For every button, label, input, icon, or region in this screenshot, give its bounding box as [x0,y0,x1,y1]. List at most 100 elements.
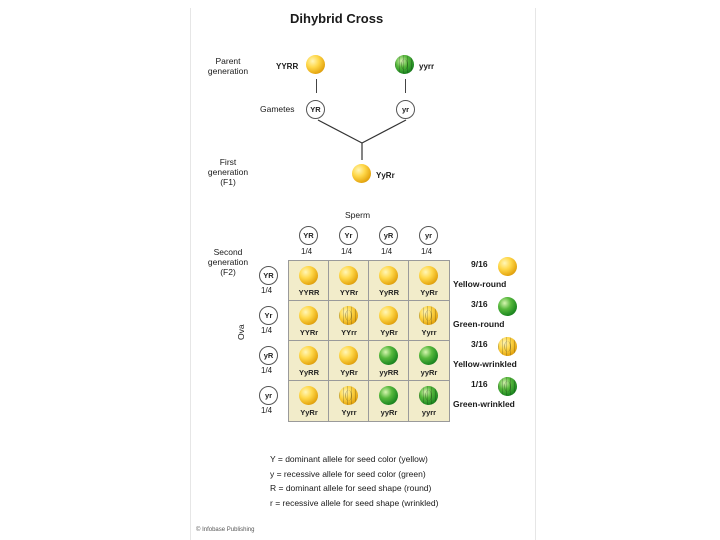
key-line-4: r = recessive allele for seed shape (wri… [270,497,439,508]
parent-generation-label: Parent generation [207,56,249,76]
cell-genotype: YYRR [298,288,320,297]
sperm-fraction-2: 1/4 [341,247,353,256]
green-round-seed [379,346,398,365]
ratio-yellow-wrinkled-seed [498,337,517,356]
allele-key: Y = dominant allele for seed color (yell… [270,452,438,510]
ratio-label-2: Green-round [453,319,505,329]
key-line-2: y = recessive allele for seed color (gre… [270,468,426,479]
punnett-cell-2-4: Yyrr [409,301,449,341]
ratio-fraction-3: 3/16 [471,339,488,349]
ova-fraction-3: 1/4 [261,366,273,375]
punnett-cell-1-4: YyRr [409,261,449,301]
yellow-round-seed [339,266,358,285]
sperm-allele-4: yr [419,226,438,245]
punnett-cell-3-1: YyRR [289,341,329,381]
punnett-cell-3-4: yyRr [409,341,449,381]
cell-genotype: YYrr [341,328,357,337]
f1-genotype: YyRr [376,171,395,180]
publisher-credit: © Infobase Publishing [196,527,255,533]
punnett-cell-4-4: yyrr [409,381,449,421]
yellow-round-seed [299,346,318,365]
parent-left-genotype: YYRR [276,62,299,71]
sperm-fraction-4: 1/4 [421,247,433,256]
first-generation-label: First generation (F1) [207,157,249,187]
ratio-yellow-round-seed [498,257,517,276]
parent-right-connector [405,79,406,93]
punnett-cell-1-2: YYRr [329,261,369,301]
punnett-cell-4-3: yyRr [369,381,409,421]
gamete-left: YR [306,100,325,119]
yellow-round-seed [299,386,318,405]
cell-genotype: YyRR [298,368,319,377]
ratio-green-round-seed [498,297,517,316]
ratio-fraction-2: 3/16 [471,299,488,309]
cell-genotype: YyRr [420,288,438,297]
sperm-fraction-1: 1/4 [301,247,313,256]
punnett-cell-3-2: YyRr [329,341,369,381]
diagram-title: Dihybrid Cross [290,11,384,26]
ratio-label-4: Green-wrinkled [453,399,515,409]
ratio-green-wrinkled-seed [498,377,517,396]
ova-fraction-2: 1/4 [261,326,273,335]
f1-yellow-round-seed [352,164,371,183]
sperm-allele-1: YR [299,226,318,245]
parent-left-connector [316,79,317,93]
green-round-seed [419,346,438,365]
sperm-allele-2: Yr [339,226,358,245]
punnett-cell-2-2: YYrr [329,301,369,341]
cell-genotype: yyRr [420,368,438,377]
parent-yellow-round-seed [306,55,325,74]
ratio-label-1: Yellow-round [453,279,507,289]
ratio-fraction-1: 9/16 [471,259,488,269]
green-round-seed [379,386,398,405]
cell-genotype: YYRr [299,328,319,337]
punnett-cell-1-3: YyRR [369,261,409,301]
gametes-label: Gametes [260,104,295,114]
yellow-wrinkled-seed [419,306,438,325]
cell-genotype: YyRr [300,408,318,417]
cell-genotype: YYRr [339,288,359,297]
ova-allele-3: yR [259,346,278,365]
punnett-cell-1-1: YYRR [289,261,329,301]
key-line-1: Y = dominant allele for seed color (yell… [270,454,428,464]
sperm-label: Sperm [345,210,371,220]
cell-genotype: Yyrr [341,408,357,417]
sperm-fraction-3: 1/4 [381,247,393,256]
yellow-wrinkled-seed [339,306,358,325]
cell-genotype: yyRr [380,408,398,417]
yellow-round-seed [299,266,318,285]
gamete-right: yr [396,100,415,119]
ova-label: Ova [236,324,246,340]
sperm-allele-3: yR [379,226,398,245]
yellow-round-seed [299,306,318,325]
yellow-round-seed [379,266,398,285]
yellow-round-seed [339,346,358,365]
yellow-wrinkled-seed [339,386,358,405]
ova-fraction-1: 1/4 [261,286,273,295]
key-line-3: R = dominant allele for seed shape (roun… [270,483,432,493]
cell-genotype: YyRR [378,288,399,297]
ratio-fraction-4: 1/16 [471,379,488,389]
second-generation-label: Second generation (F2) [207,247,249,277]
cell-genotype: YyRr [340,368,358,377]
ratio-label-3: Yellow-wrinkled [453,359,517,369]
ova-allele-1: YR [259,266,278,285]
yellow-round-seed [419,266,438,285]
green-wrinkled-seed [419,386,438,405]
parent-green-wrinkled-seed [395,55,414,74]
ova-allele-4: yr [259,386,278,405]
cell-genotype: yyRR [379,368,399,377]
cell-genotype: yyrr [421,408,437,417]
punnett-cell-2-1: YYRr [289,301,329,341]
parent-right-genotype: yyrr [419,62,435,71]
punnett-cell-2-3: YyRr [369,301,409,341]
punnett-cell-4-2: Yyrr [329,381,369,421]
punnett-cell-4-1: YyRr [289,381,329,421]
ova-fraction-4: 1/4 [261,406,273,415]
punnett-cell-3-3: yyRR [369,341,409,381]
yellow-round-seed [379,306,398,325]
cell-genotype: YyRr [380,328,398,337]
cell-genotype: Yyrr [421,328,437,337]
